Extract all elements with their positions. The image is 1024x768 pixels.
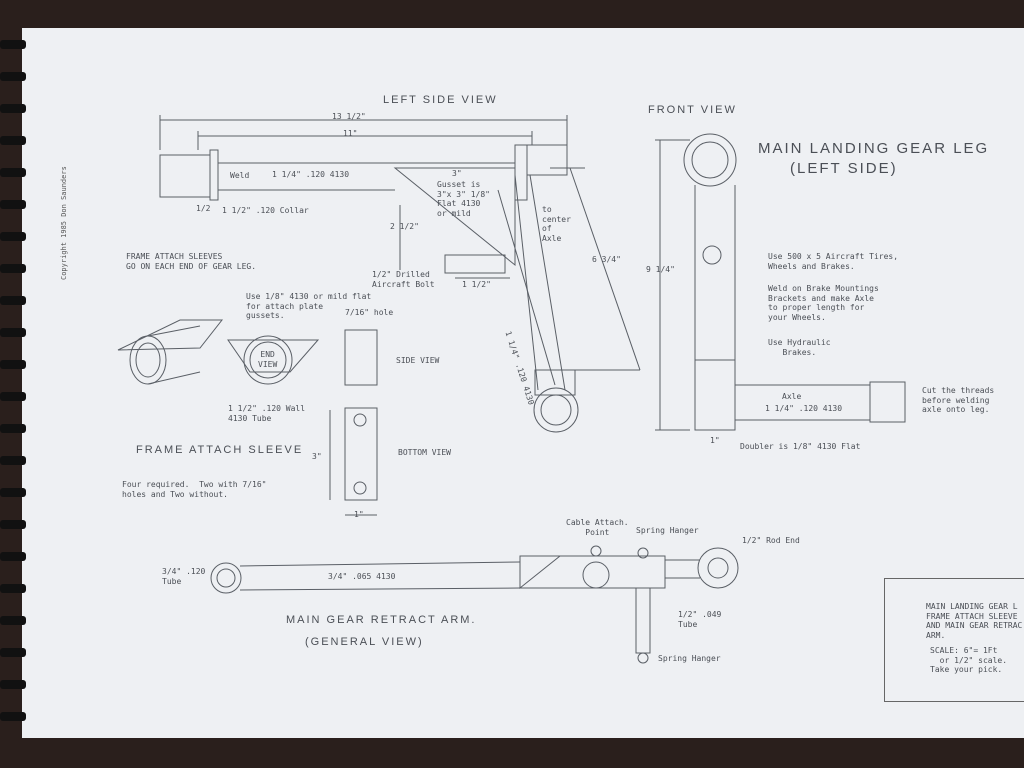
top-tube-spec: 1 1/4" .120 4130 <box>272 170 350 179</box>
retract-arm <box>210 545 739 664</box>
front-dim-height: 9 1/4" <box>646 265 675 274</box>
sleeve-count-note: Four required. Two with 7/16" holes and … <box>122 480 267 499</box>
copyright-text: Copyright 1985 Don Saunders <box>60 166 68 280</box>
dim-overall-length: 13 1/2" <box>332 112 366 121</box>
rod-end-note: 1/2" Rod End <box>742 536 800 545</box>
post-spec: 1/2" .049 Tube <box>678 610 722 629</box>
tires-note: Use 500 x 5 Aircraft Tires, Wheels and B… <box>768 252 899 271</box>
sleeve-tube-note: 1 1/2" .120 Wall 4130 Tube <box>228 404 306 423</box>
frame-attach-sleeve-iso <box>117 319 378 516</box>
left-side-view-title: LEFT SIDE VIEW <box>383 94 498 106</box>
thread-note: Cut the threads before welding axle onto… <box>922 386 995 415</box>
title-block <box>884 578 1024 702</box>
gusset-note: Gusset is 3"x 3" 1/8" Flat 4130 or mild <box>437 180 490 218</box>
axle-spec: 1 1/4" .120 4130 <box>765 404 843 413</box>
spring-hanger-top: Spring Hanger <box>636 526 699 535</box>
bottom-view-label: BOTTOM VIEW <box>398 448 451 457</box>
tube-end-note: 3/4" .120 Tube <box>162 567 206 586</box>
doubler-dim: 1" <box>710 436 720 445</box>
front-view-title: FRONT VIEW <box>648 104 737 116</box>
left-side-view-tube <box>159 115 568 201</box>
retract-arm-subtitle: (GENERAL VIEW) <box>305 636 424 648</box>
title-block-scale: SCALE: 6"= 1Ft or 1/2" scale. Take your … <box>930 646 1008 675</box>
spiral-binding <box>0 40 26 721</box>
collar-spec: 1 1/2" .120 Collar <box>222 206 309 215</box>
bolt-dim: 1 1/2" <box>462 280 491 289</box>
weld-label: Weld <box>230 171 250 180</box>
to-center-note: to center of Axle <box>542 205 571 243</box>
collar-dim: 1/2 <box>196 204 211 213</box>
sleeve-note: FRAME ATTACH SLEEVES GO ON EACH END OF G… <box>126 252 257 271</box>
sleeve-dim-height: 3" <box>312 452 322 461</box>
axle-label: Axle <box>782 392 802 401</box>
frame-attach-title: FRAME ATTACH SLEEVE <box>136 444 304 456</box>
drawing-page <box>22 28 1024 738</box>
left-side-view-leg <box>393 167 641 433</box>
hydraulic-note: Use Hydraulic Brakes. <box>768 338 831 357</box>
doubler-note: Doubler is 1/8" 4130 Flat <box>740 442 861 451</box>
gusset-plate-note: Use 1/8" 4130 or mild flat for attach pl… <box>246 292 372 321</box>
spring-hanger-bottom: Spring Hanger <box>658 654 721 663</box>
dim-height: 2 1/2" <box>390 222 419 231</box>
brake-note: Weld on Brake Mountings Brackets and mak… <box>768 284 879 322</box>
end-view-label: END VIEW <box>258 350 278 369</box>
retract-arm-title: MAIN GEAR RETRACT ARM. <box>286 614 477 626</box>
main-heading-line2: (LEFT SIDE) <box>790 160 898 177</box>
dim-gusset-offset: 3" <box>452 169 462 178</box>
side-view-label: SIDE VIEW <box>396 356 440 365</box>
title-block-lines: MAIN LANDING GEAR L FRAME ATTACH SLEEVE … <box>926 602 1023 640</box>
hole-note: 7/16" hole <box>345 308 394 317</box>
front-view-leg <box>655 133 906 431</box>
main-heading-line1: MAIN LANDING GEAR LEG <box>758 140 990 157</box>
dim-drop: 6 3/4" <box>592 255 621 264</box>
bolt-note: 1/2" Drilled Aircraft Bolt <box>372 270 435 289</box>
sleeve-dim-width: 1" <box>354 510 364 519</box>
dim-inner-length: 11" <box>343 129 358 138</box>
arm-spec: 3/4" .065 4130 <box>328 572 396 581</box>
cable-attach-note: Cable Attach. Point <box>566 518 629 537</box>
